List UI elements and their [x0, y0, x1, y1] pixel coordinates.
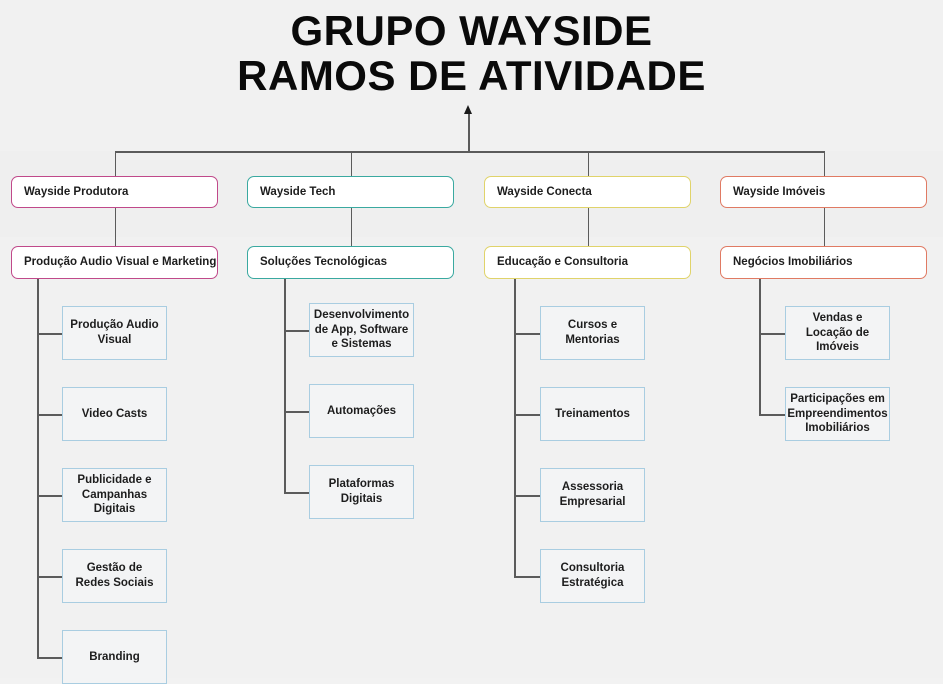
branch-trunk-3: [759, 279, 761, 414]
leaf-box-label-0-3: Gestão de Redes Sociais: [75, 562, 154, 589]
unit-box-1[interactable]: Wayside Tech: [247, 176, 454, 208]
leaf-box-2-0[interactable]: Cursos e Mentorias: [540, 306, 645, 360]
area-box-1[interactable]: Soluções Tecnológicas: [247, 246, 454, 279]
leaf-box-label-2-1: Treinamentos: [555, 407, 630, 420]
branch-trunk-1: [284, 279, 286, 492]
leaf-box-label-3-1: Participações em Empreendimentos Imobili…: [787, 392, 888, 435]
area-box-label-0: Produção Audio Visual e Marketing: [24, 256, 217, 269]
area-box-2[interactable]: Educação e Consultoria: [484, 246, 691, 279]
leaf-stub-0-2: [37, 495, 62, 497]
leaf-box-0-3[interactable]: Gestão de Redes Sociais: [62, 549, 167, 603]
leaf-box-0-1[interactable]: Video Casts: [62, 387, 167, 441]
area-box-label-1: Soluções Tecnológicas: [260, 256, 387, 269]
branch-drop-0: [114, 151, 117, 176]
branch-trunk-2: [514, 279, 516, 576]
leaf-box-label-0-2: Publicidade e Campanhas Digitais: [77, 473, 152, 516]
title-line-1: GRUPO WAYSIDE: [290, 7, 653, 54]
leaf-stub-2-3: [514, 576, 540, 578]
leaf-box-label-0-0: Produção Audio Visual: [70, 319, 159, 346]
leaf-stub-3-0: [759, 333, 785, 335]
unit-box-0[interactable]: Wayside Produtora: [11, 176, 218, 208]
leaf-box-0-0[interactable]: Produção Audio Visual: [62, 306, 167, 360]
root-bus-line: [114, 151, 824, 153]
leaf-stub-1-0: [284, 330, 309, 332]
unit-to-area-connector-0: [114, 208, 117, 246]
unit-box-label-1: Wayside Tech: [260, 185, 336, 198]
leaf-stub-2-1: [514, 414, 540, 416]
leaf-box-label-0-1: Video Casts: [81, 407, 148, 420]
branch-drop-2: [587, 151, 590, 176]
unit-to-area-connector-1: [350, 208, 353, 246]
title-line-2: RAMOS DE ATIVIDADE: [237, 52, 706, 100]
root-arrow-head: [464, 105, 473, 114]
leaf-stub-1-1: [284, 411, 309, 413]
leaf-box-label-1-1: Automações: [326, 404, 397, 417]
leaf-stub-0-1: [37, 414, 62, 416]
unit-box-2[interactable]: Wayside Conecta: [484, 176, 691, 208]
leaf-box-3-1[interactable]: Participações em Empreendimentos Imobili…: [785, 387, 890, 441]
leaf-stub-2-0: [514, 333, 540, 335]
unit-to-area-connector-3: [823, 208, 826, 246]
leaf-box-2-1[interactable]: Treinamentos: [540, 387, 645, 441]
branch-trunk-0: [37, 279, 39, 657]
unit-box-3[interactable]: Wayside Imóveis: [720, 176, 927, 208]
leaf-stub-0-4: [37, 657, 62, 659]
area-box-label-2: Educação e Consultoria: [497, 256, 629, 269]
branch-drop-1: [350, 151, 353, 176]
leaf-box-label-1-2: Plataformas Digitais: [328, 478, 395, 505]
unit-to-area-connector-2: [587, 208, 590, 246]
leaf-box-2-2[interactable]: Assessoria Empresarial: [540, 468, 645, 522]
unit-box-label-2: Wayside Conecta: [497, 185, 592, 198]
area-box-0[interactable]: Produção Audio Visual e Marketing: [11, 246, 218, 279]
leaf-box-3-0[interactable]: Vendas e Locação de Imóveis: [785, 306, 890, 360]
branch-drop-3: [823, 151, 826, 176]
area-box-3[interactable]: Negócios Imobiliários: [720, 246, 927, 279]
leaf-box-1-0[interactable]: Desenvolvimento de App, Software e Siste…: [309, 303, 414, 357]
leaf-box-0-4[interactable]: Branding: [62, 630, 167, 684]
leaf-stub-1-2: [284, 492, 309, 494]
leaf-box-label-3-0: Vendas e Locação de Imóveis: [805, 311, 870, 354]
leaf-box-label-2-2: Assessoria Empresarial: [559, 481, 626, 508]
area-box-label-3: Negócios Imobiliários: [733, 256, 853, 269]
leaf-box-label-2-3: Consultoria Estratégica: [560, 562, 625, 589]
leaf-box-label-2-0: Cursos e Mentorias: [565, 319, 620, 346]
leaf-box-label-1-0: Desenvolvimento de App, Software e Siste…: [313, 308, 410, 351]
leaf-stub-0-3: [37, 576, 62, 578]
leaf-box-1-2[interactable]: Plataformas Digitais: [309, 465, 414, 519]
leaf-stub-2-2: [514, 495, 540, 497]
leaf-box-label-0-4: Branding: [89, 650, 140, 663]
leaf-box-2-3[interactable]: Consultoria Estratégica: [540, 549, 645, 603]
unit-box-label-0: Wayside Produtora: [24, 185, 129, 198]
leaf-box-1-1[interactable]: Automações: [309, 384, 414, 438]
root-arrow-stem: [468, 113, 470, 151]
leaf-box-0-2[interactable]: Publicidade e Campanhas Digitais: [62, 468, 167, 522]
unit-box-label-3: Wayside Imóveis: [733, 185, 826, 198]
chart-title: GRUPO WAYSIDE RAMOS DE ATIVIDADE: [0, 8, 943, 99]
leaf-stub-0-0: [37, 333, 62, 335]
